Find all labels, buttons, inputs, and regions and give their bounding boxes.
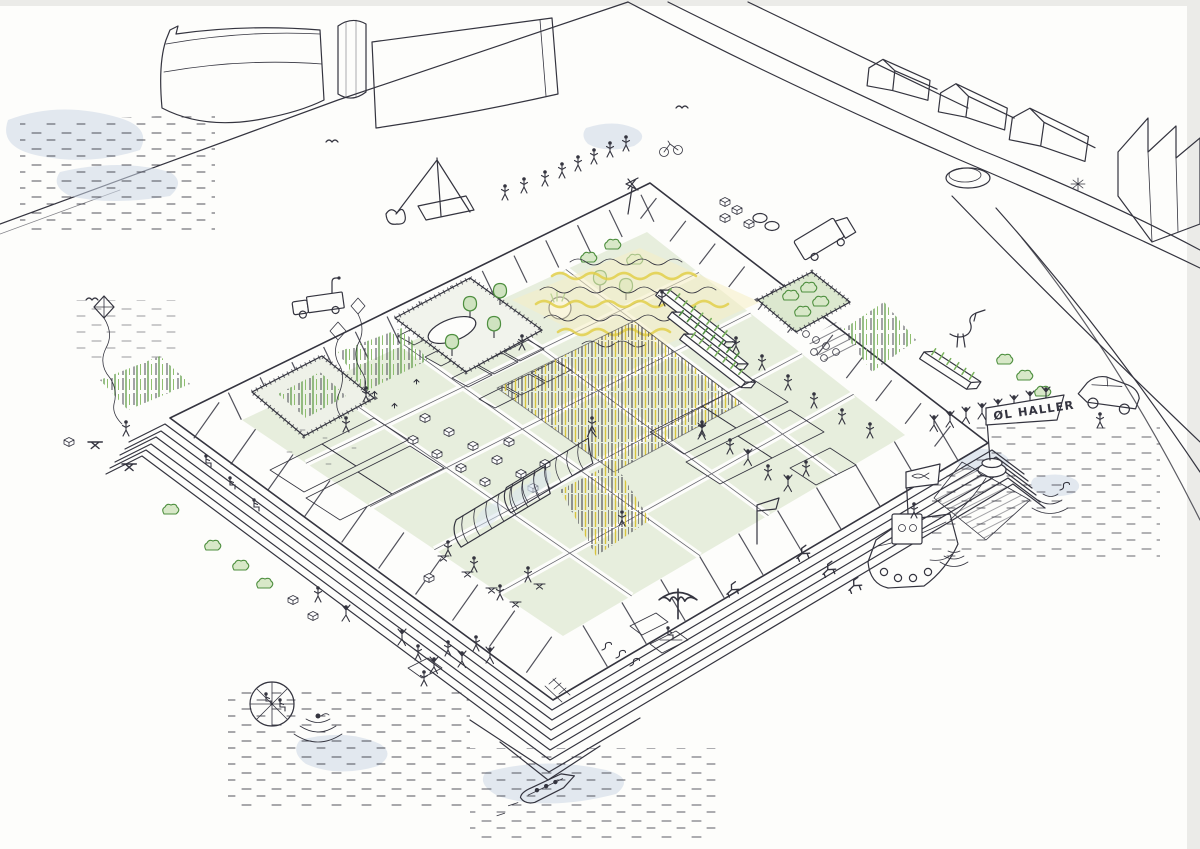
yellow-kite [329,321,351,433]
fish-icon [911,472,930,480]
scan-edge-top [0,0,1200,6]
silo [337,19,367,99]
grass-planters [629,612,689,654]
scan-edge-right [1187,0,1200,849]
tug-quay [933,461,1031,541]
cabbage-row [802,330,840,362]
flagpole [756,497,780,545]
blue-kite [350,297,371,403]
east-corner-planter [919,348,982,390]
tugboat [867,463,987,589]
reed-courtyard [247,353,379,439]
crates-and-baskets [625,140,780,232]
west-apron [63,356,351,623]
planter-courtyard [753,269,855,335]
ripple [939,550,969,567]
fishing-line [929,553,953,561]
clamshell-grab [385,208,406,225]
bicycle [659,140,683,157]
ship-bow [160,25,325,124]
striped-beds-left [269,417,445,521]
swimmer [293,713,343,743]
gabled-houses [866,58,1096,163]
striped-beds-right [649,379,857,486]
warehouse-building [371,17,559,129]
fish-pennant [905,463,941,489]
se-steps-furniture [601,497,864,667]
round-float [249,681,295,727]
flag-buoy: ØL HALLER [977,394,1075,478]
left-kite [93,295,131,437]
ladder [544,677,571,703]
tall-yellow-grass [560,462,650,556]
east-grass-patch [802,302,916,372]
wheelhouse [891,513,923,545]
long-planter-beds [655,287,757,389]
motorboat [496,773,575,817]
delivery-truck [291,291,345,319]
wavy-crop-field [512,248,760,360]
corner-grasses [407,657,443,679]
sawtooth-building [1117,117,1200,243]
promenade-reeds [100,356,190,410]
south-corner-crowd [397,628,495,687]
heron [949,309,986,348]
ripple-right [1031,481,1071,514]
roundabout [945,167,1086,191]
whirligig [625,177,639,215]
mooring-rope [949,477,987,521]
lawn-with-kites [286,297,420,465]
car [1077,375,1140,415]
greenhouse [503,428,597,514]
star-doodle [1070,177,1086,191]
roads [627,1,1200,521]
van [793,216,857,261]
harbour-crane [385,157,475,225]
pennant-flag [985,394,1065,426]
greenhouses [453,428,597,548]
west-grass-patch [338,328,428,392]
orchard-courtyard [390,275,547,375]
umbrella-lounger [658,588,698,641]
terraced-steps [105,423,1046,781]
wake [496,802,519,817]
